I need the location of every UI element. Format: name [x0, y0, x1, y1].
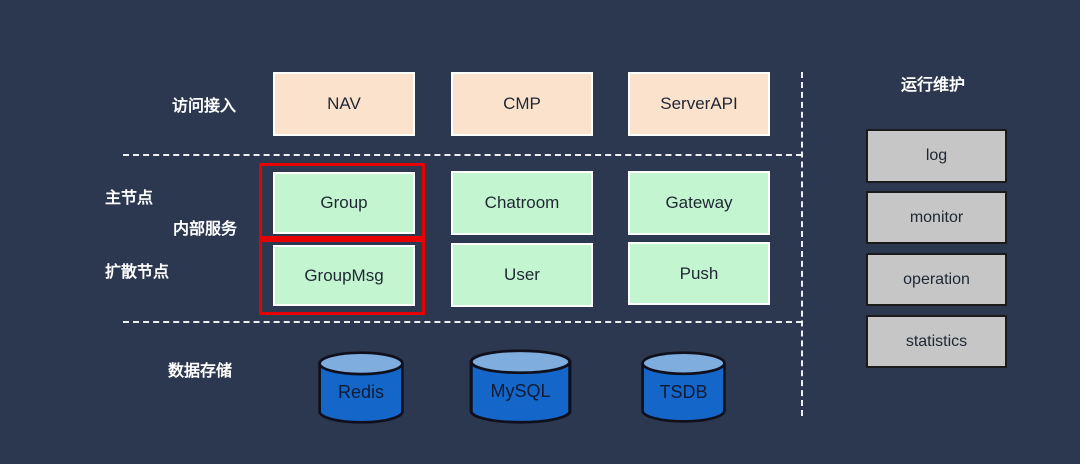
database-redis: Redis [317, 350, 405, 425]
section-label-internal-service: 内部服务 [173, 221, 238, 238]
node-group: Group [273, 172, 415, 234]
section-label-main-node: 主节点 [105, 190, 154, 207]
section-label-data-storage: 数据存储 [168, 363, 233, 380]
section-label-access: 访问接入 [172, 98, 237, 115]
divider-vertical-ops [801, 72, 803, 416]
ops-box-monitor: monitor [866, 191, 1007, 244]
database-label: Redis [337, 382, 385, 402]
divider-services-storage [123, 321, 802, 323]
ops-box-log: log [866, 129, 1007, 183]
database-label: MySQL [490, 381, 551, 401]
ops-box-operation: operation [866, 253, 1007, 306]
node-cmp: CMP [451, 72, 593, 136]
node-gateway: Gateway [628, 171, 770, 235]
database-label: TSDB [659, 381, 708, 402]
database-cylinder-icon [318, 351, 404, 424]
node-nav: NAV [273, 72, 415, 136]
highlight-frame-group [259, 163, 425, 239]
database-tsdb: TSDB [640, 350, 727, 424]
node-chatroom: Chatroom [451, 171, 593, 235]
section-label-ops: 运行维护 [901, 77, 966, 94]
node-push: Push [628, 242, 770, 305]
section-label-diffusion-node: 扩散节点 [105, 264, 170, 281]
highlight-frame-groupmsg [259, 239, 425, 315]
database-cylinder-icon [641, 351, 726, 423]
database-cylinder-icon [469, 349, 572, 424]
database-mysql: MySQL [468, 348, 573, 425]
node-serverapi: ServerAPI [628, 72, 770, 136]
node-groupmsg: GroupMsg [273, 245, 415, 306]
node-user: User [451, 243, 593, 307]
ops-box-statistics: statistics [866, 315, 1007, 368]
divider-access-services [123, 154, 802, 156]
